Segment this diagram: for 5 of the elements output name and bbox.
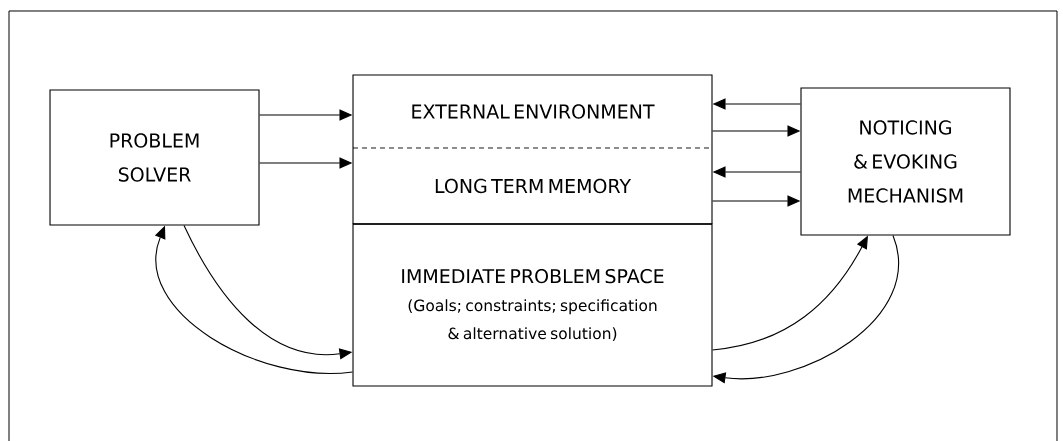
process-box: IMMEDIATE PROBLEM SPACE (Goals; constraints; specification & alternative solution) (352, 223, 713, 387)
process-box: PROBLEM SOLVER (49, 89, 260, 226)
process-box: NOTICING & EVOKING MECHANISM (800, 87, 1011, 236)
memory-band: EXTERNAL ENVIRONMENT (352, 74, 713, 149)
memory-band: LONG TERM MEMORY (352, 147, 713, 225)
